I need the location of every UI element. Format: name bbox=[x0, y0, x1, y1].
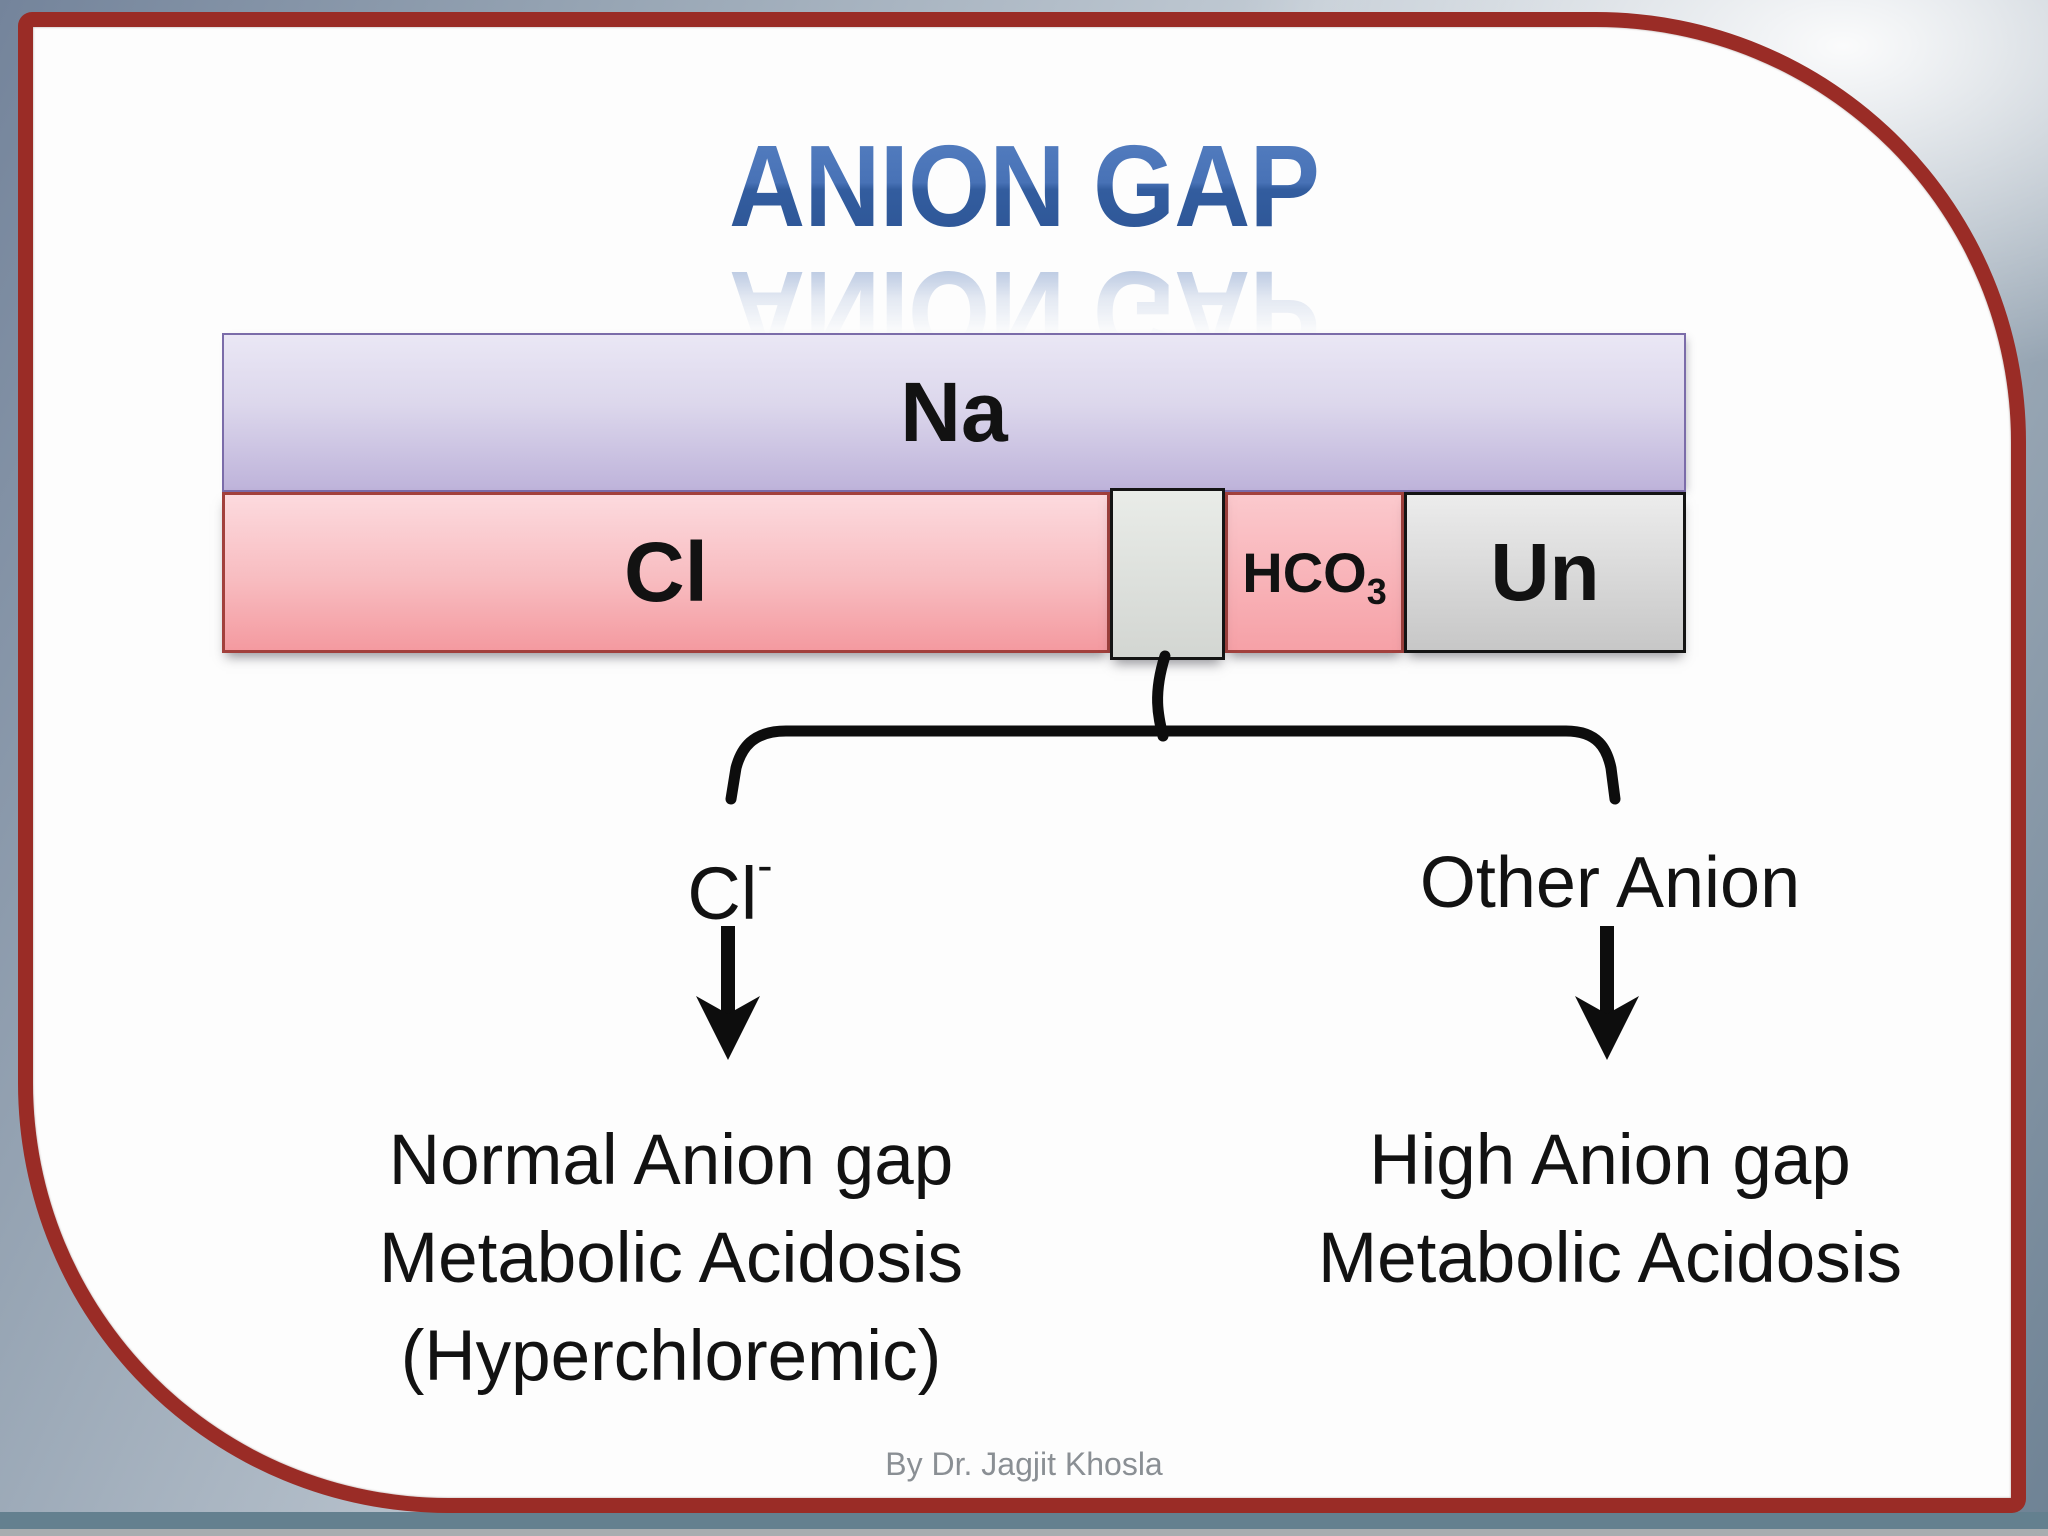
label-other-anion: Other Anion bbox=[1419, 843, 1801, 923]
un-segment: Un bbox=[1404, 492, 1686, 653]
hco3-segment: HCO3 bbox=[1225, 492, 1404, 653]
title-block: ANION GAP ANION GAP bbox=[0, 128, 2048, 377]
hco3-subscript: 3 bbox=[1366, 571, 1387, 613]
outcome-line: (Hyperchloremic) bbox=[400, 1317, 942, 1396]
cl-segment-label: Cl bbox=[624, 525, 708, 619]
outcome-normal-anion-gap: Normal Anion gap Metabolic Acidosis (Hyp… bbox=[266, 1112, 1076, 1406]
outcome-line: Metabolic Acidosis bbox=[1317, 1219, 1903, 1298]
un-segment-label: Un bbox=[1490, 526, 1600, 618]
bottom-band-blue bbox=[0, 1512, 2048, 1529]
page-title: ANION GAP bbox=[92, 128, 1956, 244]
hco3-segment-label: HCO3 bbox=[1242, 541, 1387, 613]
down-arrow-left bbox=[696, 926, 760, 1060]
outcome-line: Normal Anion gap bbox=[388, 1121, 954, 1200]
na-bar-label: Na bbox=[900, 365, 1008, 459]
cl-segment: Cl bbox=[222, 492, 1110, 653]
outcome-high-anion-gap: High Anion gap Metabolic Acidosis bbox=[1205, 1112, 2015, 1308]
anion-gap-segment bbox=[1110, 488, 1225, 660]
cl-minus-text: Cl bbox=[687, 852, 758, 935]
down-arrow-right bbox=[1575, 926, 1639, 1060]
outcome-line: Metabolic Acidosis bbox=[378, 1219, 964, 1298]
bottom-band-gray bbox=[0, 1529, 2048, 1536]
brace bbox=[725, 650, 1621, 805]
na-bar: Na bbox=[222, 333, 1686, 492]
outcome-line: High Anion gap bbox=[1369, 1121, 1851, 1200]
footer-credit: By Dr. Jagjit Khosla bbox=[885, 1446, 1163, 1482]
label-cl-minus: Cl- bbox=[555, 838, 905, 936]
cl-minus-superscript: - bbox=[757, 839, 773, 891]
